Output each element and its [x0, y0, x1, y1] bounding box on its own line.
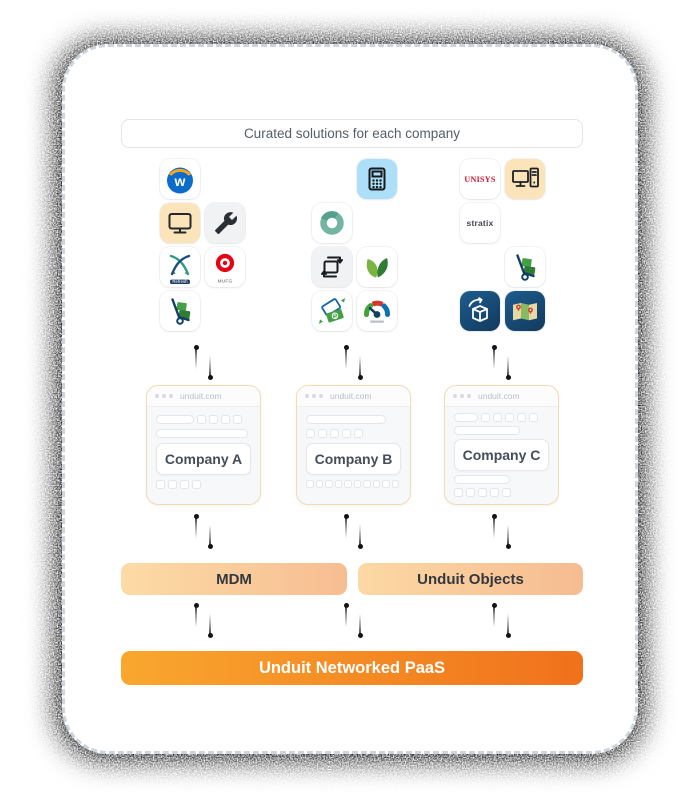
- browser-titlebar: unduit.com: [445, 386, 558, 407]
- flow-arrows: [487, 514, 516, 549]
- unisys-label: UNISYS: [464, 174, 496, 184]
- company-label-box: Company B: [306, 443, 401, 475]
- skeleton-row: [454, 475, 549, 484]
- svg-text:$: $: [333, 313, 338, 320]
- desktop-tower-icon: [505, 159, 545, 199]
- trade-in-icon: $: [312, 291, 352, 331]
- skeleton-row: [454, 426, 549, 435]
- window-dot: [305, 394, 309, 398]
- stratix-label: stratix: [466, 218, 494, 228]
- skeleton-row: [454, 413, 549, 422]
- flow-up-arrow: [193, 514, 199, 541]
- flow-down-arrow: [207, 353, 213, 380]
- monitor-icon: [160, 203, 200, 243]
- skeleton-row: [306, 480, 401, 488]
- flow-arrows: [339, 345, 368, 380]
- browser-window-company-c: unduit.com Company C: [444, 385, 559, 505]
- hand-truck-icon: [505, 247, 545, 287]
- brand-squares-icon: [357, 203, 397, 243]
- window-dot: [155, 394, 159, 398]
- leaf-icon: [357, 247, 397, 287]
- window-dot: [162, 394, 166, 398]
- unduit-objects-bar: Unduit Objects: [358, 563, 583, 595]
- flow-down-arrow: [207, 522, 213, 549]
- ring-icon: [312, 203, 352, 243]
- skeleton-row: [454, 488, 549, 497]
- flow-arrows: [339, 514, 368, 549]
- flow-up-arrow: [193, 603, 199, 630]
- hand-truck-icon: [160, 291, 200, 331]
- mufg-label: MUFG: [217, 279, 233, 284]
- mdm-bar: MDM: [121, 563, 347, 595]
- company-label-box: Company C: [454, 439, 549, 471]
- flow-arrows: [189, 603, 218, 638]
- browser-titlebar: unduit.com: [147, 386, 260, 407]
- flow-up-arrow: [193, 345, 199, 372]
- flow-down-arrow: [357, 522, 363, 549]
- skeleton-row: [306, 429, 401, 438]
- flow-arrows: [189, 345, 218, 380]
- window-dot: [467, 394, 471, 398]
- flow-down-arrow: [357, 353, 363, 380]
- unisys-logo: UNISYS: [460, 159, 500, 199]
- unboxing-icon: [460, 291, 500, 331]
- browser-url: unduit.com: [478, 391, 520, 401]
- map-icon: [505, 291, 545, 331]
- flow-arrows: [339, 603, 368, 638]
- skeleton-row: [156, 480, 251, 489]
- brand-squares-icon: [460, 247, 500, 287]
- refresh-bay-icon: Refresh Bay: [160, 247, 200, 288]
- flow-arrows: [487, 345, 516, 380]
- wrench-icon: [205, 203, 245, 243]
- browser-url: unduit.com: [330, 391, 372, 401]
- skeleton-row: [306, 415, 401, 424]
- skeleton-row: [156, 415, 251, 424]
- workday-icon: w: [160, 159, 200, 199]
- browser-window-company-b: unduit.com Company B: [296, 385, 411, 505]
- company-label-box: Company A: [156, 443, 251, 475]
- flow-up-arrow: [343, 345, 349, 372]
- stratix-logo: stratix: [460, 203, 500, 243]
- skeleton-row: [156, 429, 251, 438]
- speedometer-icon: [357, 291, 397, 331]
- app-cluster-company-b: $: [312, 159, 397, 331]
- flow-arrows: [189, 514, 218, 549]
- workday-letter: w: [174, 173, 186, 189]
- flow-up-arrow: [343, 514, 349, 541]
- empty-cell: [312, 159, 352, 199]
- browser-window-company-a: unduit.com Company A: [146, 385, 261, 505]
- brand-squares-icon: [205, 291, 245, 331]
- browser-titlebar: unduit.com: [297, 386, 410, 407]
- flow-up-arrow: [343, 603, 349, 630]
- app-cluster-company-a: w Refresh Bay MUFG: [160, 159, 245, 331]
- flow-down-arrow: [357, 611, 363, 638]
- window-dot: [312, 394, 316, 398]
- flow-down-arrow: [207, 611, 213, 638]
- window-dot: [319, 394, 323, 398]
- mufg-icon: MUFG: [205, 247, 245, 287]
- app-cluster-company-c: UNISYS stratix: [460, 159, 545, 331]
- flow-up-arrow: [491, 603, 497, 630]
- window-dot: [460, 394, 464, 398]
- flow-down-arrow: [505, 353, 511, 380]
- header-pill: Curated solutions for each company: [121, 119, 583, 148]
- flow-up-arrow: [491, 345, 497, 372]
- solutions-card: Curated solutions for each company w: [62, 44, 638, 754]
- flow-up-arrow: [491, 514, 497, 541]
- unduit-networked-paas-bar: Unduit Networked PaaS: [121, 651, 583, 685]
- window-dot: [453, 394, 457, 398]
- empty-cell: [205, 159, 245, 199]
- flow-down-arrow: [505, 611, 511, 638]
- calculator-icon: [357, 159, 397, 199]
- header-label: Curated solutions for each company: [243, 126, 461, 141]
- flow-arrows: [487, 603, 516, 638]
- window-dot: [169, 394, 173, 398]
- refresh-bay-label: Refresh Bay: [170, 279, 190, 288]
- device-swap-icon: [312, 247, 352, 287]
- browser-url: unduit.com: [180, 391, 222, 401]
- flow-down-arrow: [505, 522, 511, 549]
- brand-squares-icon: [505, 203, 545, 243]
